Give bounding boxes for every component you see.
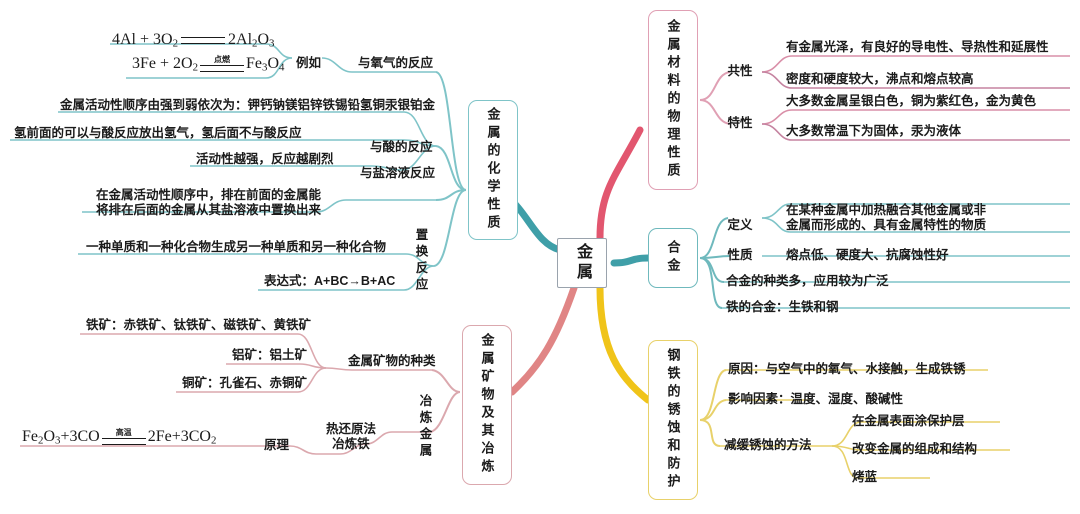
- physical-item-0-0: 有金属光泽，有良好的导电性、导热性和延展性: [786, 40, 1049, 54]
- chemical-salt-label: 与盐溶液反应: [360, 166, 436, 180]
- chemical-acid-item-2: 活动性越强，反应越剧烈: [196, 152, 334, 166]
- rust-row-value-1: 影响因素：温度、湿度、酸碱性: [728, 392, 904, 406]
- equation-reduction-condition: 高温: [115, 428, 132, 438]
- chemical-displacement-label: 置换反应: [413, 228, 428, 294]
- node-chemical-properties-label: 金属的化学性质: [485, 107, 501, 233]
- chemical-oxygen-example-label: 例如: [296, 56, 322, 70]
- node-physical-properties-label: 金属材料的物理性质: [665, 19, 681, 181]
- rust-method-label: 减缓锈蚀的方法: [724, 438, 812, 452]
- chemical-displacement-item-0: 一种单质和一种化合物生成另一种单质和另一种化合物: [86, 240, 387, 254]
- node-alloy-label: 合金: [665, 240, 681, 276]
- node-rust-protection[interactable]: 钢铁的锈蚀和防护: [648, 340, 698, 500]
- ore-kind-1: 铝矿：铝土矿: [232, 348, 308, 362]
- rust-row-value-0: 原因：与空气中的氧气、水接触，生成铁锈: [728, 362, 966, 376]
- rust-method-2: 烤蓝: [852, 470, 878, 484]
- chemical-acid-item-1: 氢前面的可以与酸反应放出氢气，氢后面不与酸反应: [14, 126, 302, 140]
- physical-item-1-0: 大多数金属呈银白色，铜为紫红色，金为黄色: [786, 94, 1037, 108]
- alloy-row-value-1: 熔点低、硬度大、抗腐蚀性好: [786, 248, 949, 262]
- node-ore-smelting[interactable]: 金属矿物及其冶炼: [462, 325, 512, 485]
- ore-kinds-label: 金属矿物的种类: [348, 354, 436, 368]
- node-rust-protection-label: 钢铁的锈蚀和防护: [665, 348, 681, 492]
- node-ore-smelting-label: 金属矿物及其冶炼: [479, 333, 495, 477]
- alloy-row-value-2: 合金的种类多，应用较为广泛: [726, 274, 889, 288]
- node-physical-properties[interactable]: 金属材料的物理性质: [648, 10, 698, 190]
- ore-smelt-label: 冶炼金属: [417, 394, 432, 460]
- chemical-acid-item-0: 金属活动性顺序由强到弱依次为：钾钙钠镁铝锌铁锡铅氢铜汞银铂金: [60, 98, 436, 112]
- rust-method-0: 在金属表面涂保护层: [852, 414, 965, 428]
- physical-group-label-0: 共性: [727, 64, 753, 78]
- equation-iron-condition: 点燃: [214, 55, 231, 65]
- physical-item-0-1: 密度和硬度较大，沸点和熔点较高: [786, 72, 974, 86]
- alloy-row-label-1: 性质: [727, 248, 753, 262]
- ore-method-label: 热还原法 冶炼铁: [326, 422, 377, 451]
- physical-group-label-1: 特性: [727, 116, 753, 130]
- ore-kind-0: 铁矿：赤铁矿、钛铁矿、磁铁矿、黄铁矿: [86, 318, 312, 332]
- alloy-row-value-3: 铁的合金：生铁和钢: [726, 300, 839, 314]
- chemical-acid-label: 与酸的反应: [370, 140, 433, 154]
- physical-item-1-1: 大多数常温下为固体，汞为液体: [786, 124, 962, 138]
- chemical-salt-item-0: 在金属活动性顺序中，排在前面的金属能 将排在后面的金属从其盐溶液中置换出来: [96, 188, 322, 217]
- rust-method-1: 改变金属的组成和结构: [852, 442, 978, 456]
- node-alloy[interactable]: 合金: [648, 228, 698, 288]
- ore-kind-2: 铜矿：孔雀石、赤铜矿: [182, 376, 308, 390]
- center-node[interactable]: 金属: [557, 238, 607, 288]
- chemical-displacement-expression: 表达式：A+BC→B+AC: [264, 274, 396, 288]
- alloy-row-label-0: 定义: [727, 218, 753, 232]
- node-chemical-properties[interactable]: 金属的化学性质: [468, 100, 518, 240]
- alloy-row-value-0: 在某种金属中加热融合其他金属或非 金属而形成的、具有金属特性的物质: [786, 203, 987, 232]
- chemical-oxygen-label: 与氧气的反应: [358, 56, 434, 70]
- center-node-label: 金属: [574, 243, 591, 283]
- ore-principle-label: 原理: [264, 438, 290, 452]
